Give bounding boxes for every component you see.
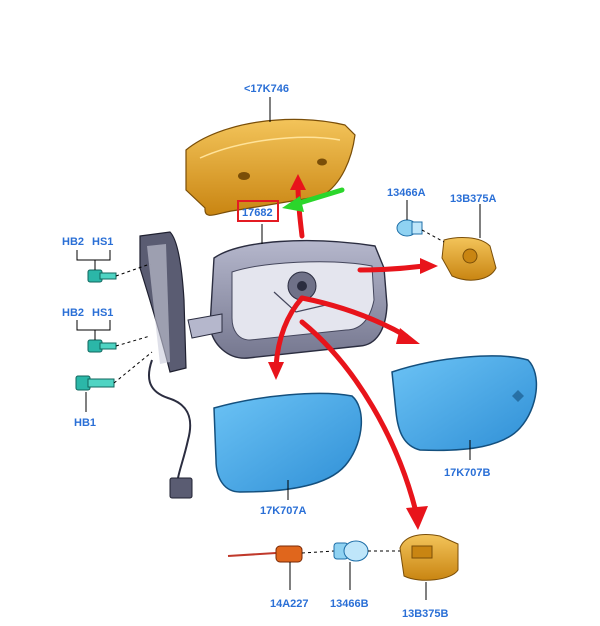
label-bulb-a: 13466A	[387, 187, 426, 199]
mounting-bracket	[139, 231, 187, 373]
label-hs1-mid: HS1	[92, 307, 113, 319]
label-hb1: HB1	[74, 417, 96, 429]
bulb-13466b	[333, 540, 369, 562]
label-hb2-mid: HB2	[62, 307, 84, 319]
mirror-cap	[185, 118, 356, 216]
arrowhead-cap	[290, 174, 306, 190]
label-hb2-top: HB2	[62, 236, 84, 248]
arrow-to-glass-left	[273, 295, 305, 369]
arrowhead-socket-a	[420, 258, 438, 274]
mirror-housing	[187, 239, 388, 359]
arrow-to-bottom-assembly	[299, 319, 419, 515]
socket-13b375b	[399, 534, 459, 581]
label-socket-a: 13B375A	[450, 193, 497, 205]
dashed-connector-bulb	[301, 550, 335, 554]
red-arrow-heads	[268, 174, 438, 530]
arrowhead-glass-left	[268, 362, 284, 380]
label-socket-b: 13B375B	[402, 608, 449, 620]
connector-wire	[227, 552, 277, 557]
fastener-hb2-hs1-top	[87, 269, 117, 283]
label-bulb-b: 13466B	[330, 598, 369, 610]
label-connector: 14A227	[270, 598, 309, 610]
arrowhead-glass-right	[396, 328, 420, 344]
bulb-13466a	[396, 219, 423, 237]
fastener-hb2-hs1-mid	[87, 339, 117, 353]
connector-14a227	[275, 545, 303, 563]
green-arrow	[282, 187, 345, 212]
arrow-to-glass-right	[299, 295, 409, 339]
fastener-leader-lines	[76, 250, 153, 412]
label-glass-right: 17K707B	[444, 467, 491, 479]
fastener-hb1	[75, 375, 115, 391]
socket-13b375a	[441, 237, 497, 281]
mirror-glass-left	[213, 392, 363, 493]
red-arrows	[273, 183, 427, 515]
label-housing: 17682	[242, 207, 273, 219]
wiring-cable	[148, 359, 192, 479]
arrowhead-bottom	[406, 506, 428, 530]
label-glass-left: 17K707A	[260, 505, 307, 517]
arrow-to-socket-a	[357, 263, 427, 273]
label-hs1-top: HS1	[92, 236, 113, 248]
label-cap: <17K746	[244, 83, 289, 95]
housing-label-highlight-box	[237, 200, 279, 222]
dashed-bulb-a-socket	[421, 229, 445, 243]
cable-plug	[169, 477, 193, 499]
mirror-glass-right	[391, 355, 538, 452]
